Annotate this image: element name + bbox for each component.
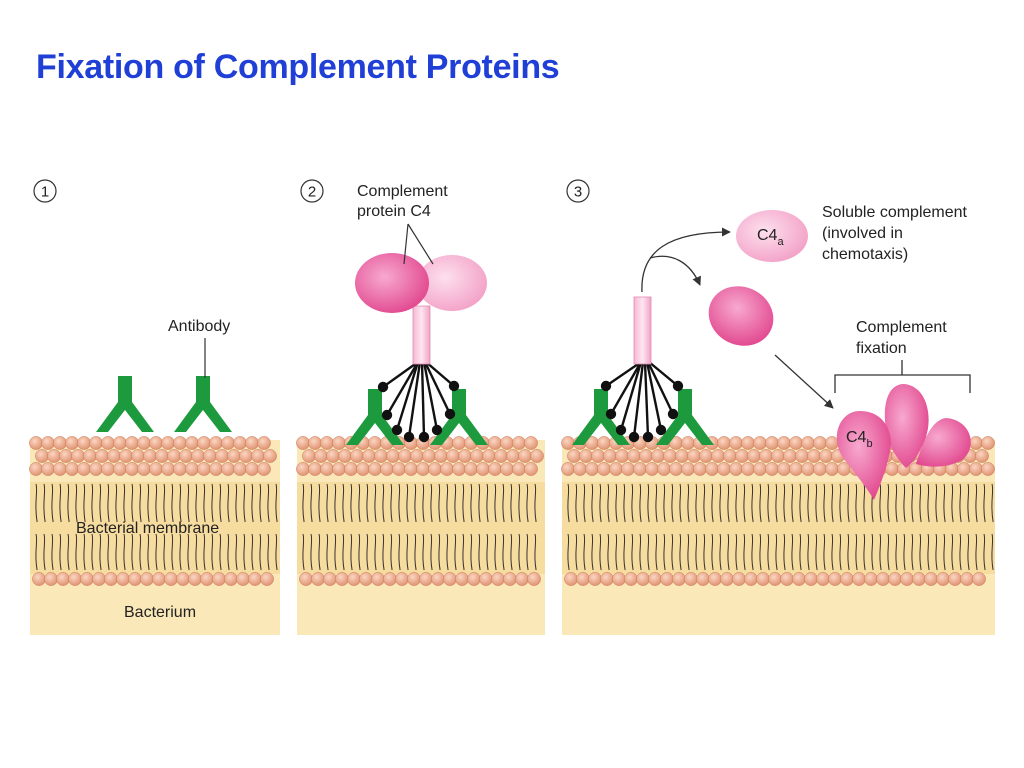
soluble-label-line3: chemotaxis): [822, 246, 908, 263]
bacterial-membrane-label: Bacterial membrane: [76, 520, 219, 537]
panel-2-membrane: [296, 436, 545, 635]
lipid-tails: [567, 483, 994, 571]
c4-light-lobe: [417, 255, 487, 311]
c4b-fragment: [708, 286, 774, 346]
slide-title: Fixation of Complement Proteins: [36, 48, 560, 86]
arrow-to-c4a: [641, 227, 731, 293]
soluble-label-line1: Soluble complement: [822, 204, 968, 221]
svg-text:1: 1: [41, 184, 49, 201]
antibody-icon: [96, 376, 154, 432]
fixed-complement-cluster: [836, 384, 971, 500]
bacterium-label: Bacterium: [124, 604, 196, 621]
c4-label-line2: protein C4: [357, 203, 431, 220]
step-number-1: 1: [33, 179, 57, 203]
lipid-tails: [302, 483, 537, 571]
panel-3-membrane: [561, 436, 995, 635]
fixation-label-line1: Complement: [856, 319, 947, 336]
antibody-label: Antibody: [168, 318, 230, 335]
c4-stalk: [412, 305, 431, 365]
c4-binding-strands: [600, 361, 684, 443]
lipid-heads: [29, 436, 277, 586]
c4a-label: C4a: [757, 227, 784, 248]
lipid-tails: [35, 483, 278, 571]
c4-label-line1: Complement: [357, 183, 448, 200]
c4-dark-lobe: [355, 253, 429, 313]
step-number-3: 3: [566, 179, 590, 203]
antibody-icon: [174, 376, 232, 432]
fixation-label-line2: fixation: [856, 340, 907, 357]
c4-stalk: [633, 296, 652, 365]
step-number-2: 2: [300, 179, 324, 203]
svg-text:3: 3: [574, 184, 582, 201]
c4-binding-strands: [377, 361, 460, 443]
arrow-to-fixation: [774, 354, 834, 409]
fixation-bracket: [834, 360, 971, 393]
soluble-label-line2: (involved in: [822, 225, 903, 242]
svg-text:2: 2: [308, 184, 316, 201]
c4a-fragment: [736, 210, 808, 262]
panel-1-membrane: [29, 436, 280, 635]
arrow-to-c4b-fragment: [649, 255, 701, 286]
c4b-label: C4b: [846, 429, 873, 450]
